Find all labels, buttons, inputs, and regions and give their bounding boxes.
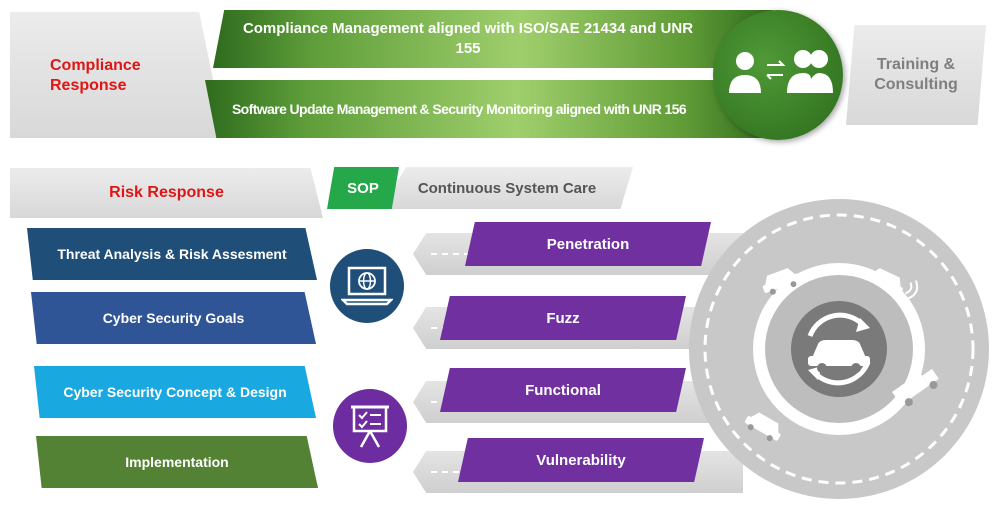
people-exchange-icon (713, 10, 843, 140)
training-consulting-text: Training & Consulting (874, 56, 958, 93)
risk-response-label: Risk Response (10, 168, 323, 218)
test-label: Vulnerability (536, 451, 626, 469)
training-consulting-label: Training & Consulting (846, 25, 986, 125)
test-label: Fuzz (546, 309, 580, 327)
test-penetration: Penetration (465, 222, 711, 266)
compliance-response-label: Compliance Response (10, 12, 225, 138)
risk-response-text: Risk Response (109, 184, 224, 201)
risk-step-label: Cyber Security Goals (102, 310, 245, 326)
continuous-system-care-label: Continuous System Care (381, 167, 633, 209)
compliance-management-band: Compliance Management aligned with ISO/S… (213, 10, 773, 68)
software-update-text: Software Update Management & Security Mo… (231, 101, 687, 117)
risk-step-cyber-security-goals: Cyber Security Goals (31, 292, 316, 344)
risk-step-label: Implementation (125, 454, 229, 470)
risk-step-label: Threat Analysis & Risk Assesment (57, 246, 287, 262)
test-label: Penetration (546, 235, 630, 253)
test-vulnerability: Vulnerability (458, 438, 704, 482)
presentation-board-icon (333, 389, 407, 463)
test-fuzz: Fuzz (440, 296, 686, 340)
connected-car-icon (762, 268, 801, 295)
risk-step-label: Cyber Security Concept & Design (63, 384, 287, 400)
crashed-car-icon (745, 412, 781, 442)
continuous-system-care-text: Continuous System Care (417, 179, 597, 197)
system-care-cycle (686, 196, 992, 502)
sop-label: SOP (327, 167, 399, 209)
risk-step-threat-analysis: Threat Analysis & Risk Assesment (27, 228, 317, 280)
test-label: Functional (525, 381, 601, 399)
compliance-management-text: Compliance Management aligned with ISO/S… (242, 20, 694, 57)
test-functional: Functional (440, 368, 686, 412)
wireless-car-icon (866, 268, 919, 300)
laptop-globe-icon (330, 249, 404, 323)
compliance-response-text: Compliance Response (50, 57, 141, 94)
sop-text: SOP (347, 179, 379, 197)
risk-step-implementation: Implementation (36, 436, 318, 488)
software-update-band: Software Update Management & Security Mo… (205, 80, 773, 138)
tow-truck-icon (892, 368, 939, 407)
band-divider (213, 68, 733, 80)
risk-step-concept-design: Cyber Security Concept & Design (34, 366, 316, 418)
